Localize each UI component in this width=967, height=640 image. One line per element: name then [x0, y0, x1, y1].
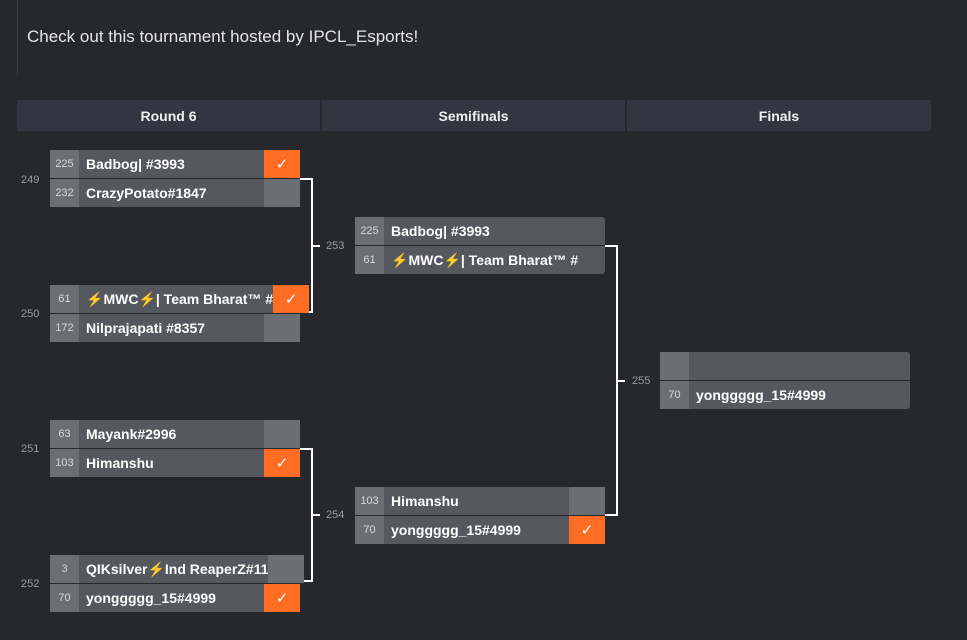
team-row[interactable]: 172 Nilprajapati #8357 — [50, 314, 300, 342]
checkmark-icon: ✓ — [264, 584, 300, 612]
match-250[interactable]: 61 ⚡MWC⚡| Team Bharat™ # ✓ 172 Nilprajap… — [50, 285, 310, 342]
match-number: 251 — [21, 443, 40, 455]
match-number: 252 — [21, 578, 40, 590]
team-name: ⚡MWC⚡| Team Bharat™ # — [384, 252, 605, 269]
team-name: Badbog| #3993 — [86, 156, 185, 172]
match-number: 249 — [21, 174, 40, 186]
result-box — [264, 314, 300, 342]
team-row[interactable]: 61 ⚡MWC⚡| Team Bharat™ # ✓ — [50, 285, 310, 313]
team-name-part: Ind ReaperZ#11 — [164, 560, 269, 577]
seed: 225 — [50, 150, 79, 178]
seed: 232 — [50, 179, 79, 207]
lightning-bolt-icon: ⚡ — [138, 290, 156, 307]
match-249[interactable]: 225 Badbog| #3993 ✓ 232 CrazyPotato#1847 — [50, 150, 300, 207]
team-name-part: MWC — [103, 290, 139, 307]
team-row[interactable] — [660, 352, 910, 380]
lightning-bolt-icon: ⚡ — [443, 251, 461, 268]
team-name: yonggggg_15#4999 — [86, 590, 216, 606]
seed: 61 — [50, 285, 79, 313]
seed: 225 — [355, 217, 384, 245]
match-number: 250 — [21, 308, 40, 320]
match-number: 253 — [326, 240, 345, 252]
round-header-round-6: Round 6 — [17, 100, 320, 131]
header-text: Check out this tournament hosted by IPCL… — [27, 27, 419, 46]
match-255[interactable]: 70 yonggggg_15#4999 — [660, 352, 910, 409]
team-row[interactable]: 232 CrazyPotato#1847 — [50, 179, 300, 207]
seed: 70 — [660, 381, 689, 409]
team-name: Nilprajapati #8357 — [86, 320, 206, 336]
match-253[interactable]: 225 Badbog| #3993 61 ⚡MWC⚡| Team Bharat™… — [355, 217, 605, 274]
round-header-finals: Finals — [627, 100, 931, 131]
team-name: ⚡MWC⚡| Team Bharat™ # — [79, 291, 273, 308]
match-number: 254 — [326, 509, 345, 521]
lightning-bolt-icon: ⚡ — [147, 560, 165, 577]
match-254[interactable]: 103 Himanshu 70 yonggggg_15#4999 ✓ — [355, 487, 605, 544]
lightning-bolt-icon: ⚡ — [391, 251, 409, 268]
team-row[interactable]: 63 Mayank#2996 — [50, 420, 300, 448]
header-panel — [17, 0, 917, 75]
checkmark-icon: ✓ — [569, 516, 605, 544]
match-number: 255 — [632, 375, 651, 387]
team-name: CrazyPotato#1847 — [86, 185, 207, 201]
team-name: yonggggg_15#4999 — [696, 387, 826, 403]
checkmark-icon: ✓ — [264, 150, 300, 178]
result-box — [264, 179, 300, 207]
lightning-bolt-icon: ⚡ — [86, 290, 104, 307]
match-252[interactable]: 3 QIKsilver⚡Ind ReaperZ#11 70 yonggggg_1… — [50, 555, 305, 612]
seed: 63 — [50, 420, 79, 448]
connector-253-254 — [605, 245, 618, 516]
team-name-part: | Team Bharat™ # — [460, 251, 579, 268]
team-row[interactable]: 70 yonggggg_15#4999 ✓ — [50, 584, 300, 612]
team-row[interactable]: 70 yonggggg_15#4999 — [660, 381, 910, 409]
seed: 61 — [355, 246, 384, 274]
team-name-part: MWC — [408, 251, 444, 268]
team-name-part: QIKsilver — [86, 560, 148, 577]
team-row[interactable]: 103 Himanshu ✓ — [50, 449, 300, 477]
seed: 70 — [355, 516, 384, 544]
team-row[interactable]: 70 yonggggg_15#4999 ✓ — [355, 516, 605, 544]
team-row[interactable]: 103 Himanshu — [355, 487, 605, 515]
team-name: yonggggg_15#4999 — [391, 522, 521, 538]
seed: 172 — [50, 314, 79, 342]
result-box — [264, 420, 300, 448]
team-name: Himanshu — [86, 455, 154, 471]
match-251[interactable]: 63 Mayank#2996 103 Himanshu ✓ — [50, 420, 300, 477]
round-header-semifinals: Semifinals — [322, 100, 625, 131]
result-box — [569, 487, 605, 515]
team-row[interactable]: 225 Badbog| #3993 ✓ — [50, 150, 300, 178]
team-name: QIKsilver⚡Ind ReaperZ#11 — [79, 561, 268, 578]
team-name: Himanshu — [391, 493, 459, 509]
team-row[interactable]: 225 Badbog| #3993 — [355, 217, 605, 245]
team-name: Mayank#2996 — [86, 426, 177, 442]
seed — [660, 352, 689, 380]
seed: 70 — [50, 584, 79, 612]
seed: 103 — [50, 449, 79, 477]
team-name: Badbog| #3993 — [391, 223, 490, 239]
team-name-part: | Team Bharat™ # — [155, 290, 274, 307]
team-row[interactable]: 3 QIKsilver⚡Ind ReaperZ#11 — [50, 555, 305, 583]
checkmark-icon: ✓ — [264, 449, 300, 477]
seed: 3 — [50, 555, 79, 583]
team-row[interactable]: 61 ⚡MWC⚡| Team Bharat™ # — [355, 246, 605, 274]
checkmark-icon: ✓ — [273, 285, 310, 313]
seed: 103 — [355, 487, 384, 515]
result-box — [268, 555, 305, 583]
